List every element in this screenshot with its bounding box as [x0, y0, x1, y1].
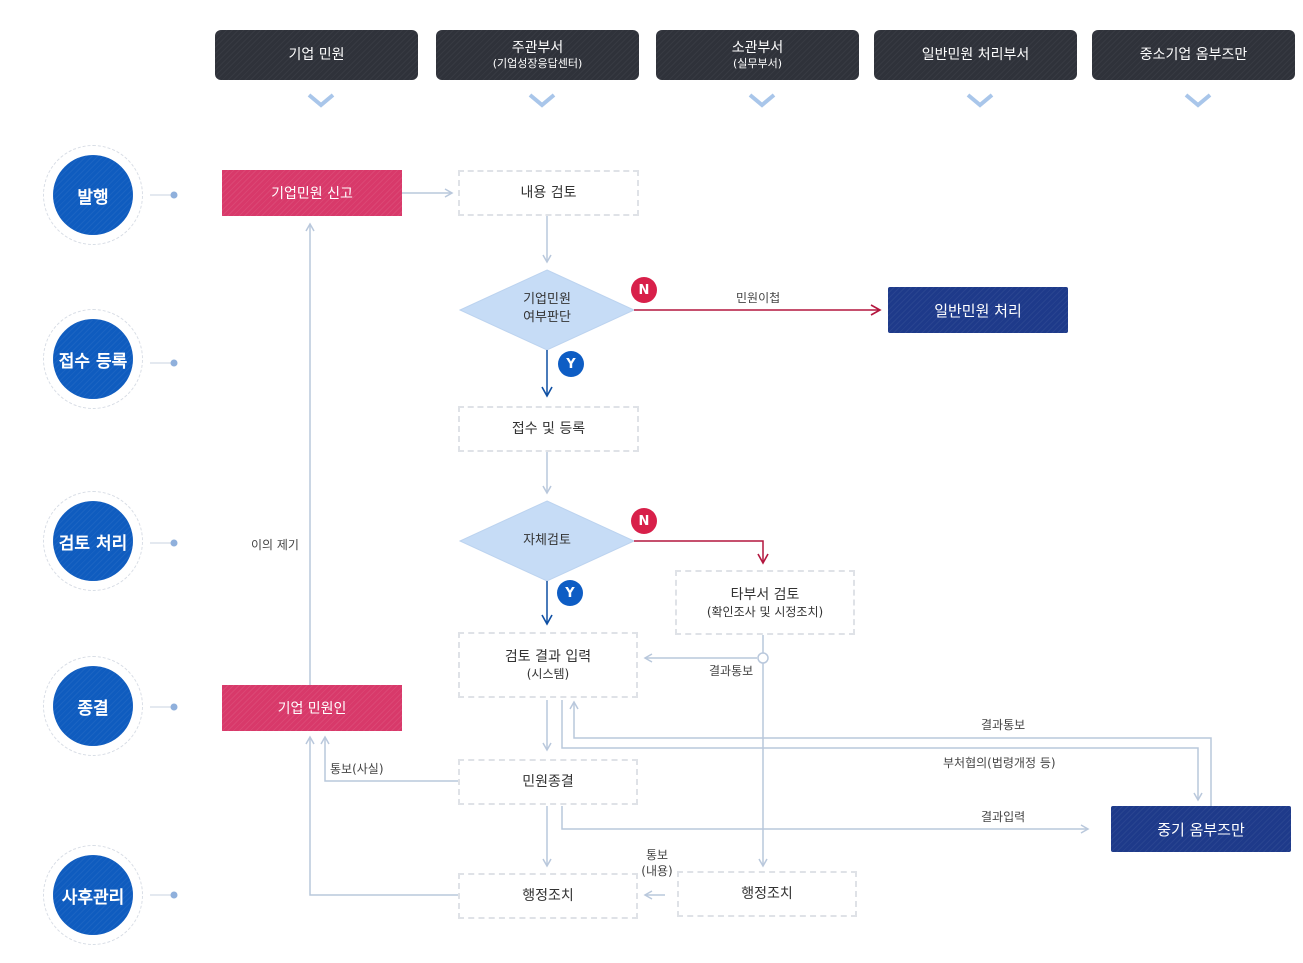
edge-label-transfer: 민원이첩: [736, 291, 781, 305]
chevron-down-icon: [307, 93, 335, 108]
stage-label: 접수 등록: [53, 319, 133, 399]
stage-issue: 발행: [43, 145, 143, 245]
column-header-general-department: 일반민원 처리부서: [874, 30, 1077, 80]
edge-label-notice-content: 통보 (내용): [640, 847, 674, 879]
edge-label-line: 통보: [645, 848, 669, 862]
column-header-lead-department: 주관부서 (기업성장응답센터): [436, 30, 639, 80]
chevron-down-icon: [528, 93, 556, 108]
node-label: 민원종결: [522, 774, 574, 790]
stage-registration: 접수 등록: [43, 309, 143, 409]
no-badge: N: [631, 508, 657, 534]
stage-review: 검토 처리: [43, 491, 143, 591]
column-title: 기업 민원: [288, 47, 345, 63]
stage-follow-up: 사후관리: [43, 845, 143, 945]
node-label: 접수 및 등록: [511, 421, 586, 437]
node-label: 내용 검토: [520, 185, 577, 201]
edge-label-result-notice: 결과통보: [709, 664, 754, 678]
node-result-input: 검토 결과 입력 (시스템): [458, 632, 638, 698]
edge-label-notice-fact: 통보(사실): [330, 762, 384, 776]
node-label: 일반민원 처리: [934, 301, 1022, 320]
chevron-down-icon: [748, 93, 776, 108]
stage-label: 발행: [53, 155, 133, 235]
column-header-corporate-complaint: 기업 민원: [215, 30, 418, 80]
node-other-review: 타부서 검토 (확인조사 및 시정조치): [675, 570, 855, 635]
column-title: 소관부서: [731, 40, 784, 56]
node-label: 기업 민원인: [277, 701, 347, 717]
node-receipt: 접수 및 등록: [458, 406, 639, 452]
node-label: 행정조치: [741, 886, 793, 902]
node-label: 행정조치: [522, 888, 574, 904]
edge-label-line: (내용): [641, 864, 673, 878]
stage-label: 사후관리: [53, 855, 133, 935]
node-sublabel: (시스템): [526, 667, 570, 681]
node-sublabel: (확인조사 및 시정조치): [706, 604, 824, 619]
node-admin-action-left: 행정조치: [458, 873, 638, 919]
chevron-down-icon: [1184, 93, 1212, 108]
no-badge: N: [631, 277, 657, 303]
node-ombudsman: 중기 옴부즈만: [1111, 806, 1291, 852]
chevron-down-icon: [966, 93, 994, 108]
column-title: 중소기업 옴부즈만: [1139, 47, 1248, 63]
edge-label-result-entry: 결과입력: [981, 810, 1026, 824]
node-label: 여부판단: [523, 310, 571, 325]
column-header-responsible-department: 소관부서 (실무부서): [656, 30, 859, 80]
node-label: 기업민원 신고: [271, 186, 353, 202]
column-header-ombudsman: 중소기업 옴부즈만: [1092, 30, 1295, 80]
node-general-process: 일반민원 처리: [888, 287, 1068, 333]
column-title: 일반민원 처리부서: [921, 47, 1030, 63]
yes-badge: Y: [557, 580, 583, 606]
stage-label: 종결: [53, 666, 133, 746]
yes-badge: Y: [558, 351, 584, 377]
column-subtitle: (기업성장응답센터): [492, 57, 583, 70]
node-close: 민원종결: [458, 759, 638, 805]
node-label: 타부서 검토: [730, 586, 800, 603]
column-subtitle: (실무부서): [732, 57, 783, 70]
node-content-review: 내용 검토: [458, 170, 639, 216]
stage-closing: 종결: [43, 656, 143, 756]
node-label: 검토 결과 입력: [504, 649, 592, 665]
edge-label-result-notice: 결과통보: [981, 718, 1026, 732]
column-title: 주관부서: [511, 40, 564, 56]
node-judge-decision: 기업민원 여부판단: [486, 291, 608, 327]
node-report: 기업민원 신고: [222, 170, 402, 216]
node-label: 자체검토: [523, 533, 571, 548]
node-self-review-decision: 자체검토: [486, 532, 608, 550]
node-admin-action-right: 행정조치: [677, 871, 857, 917]
node-label: 기업민원: [523, 292, 571, 307]
edge-label-objection: 이의 제기: [251, 538, 299, 552]
node-label: 중기 옴부즈만: [1157, 820, 1245, 839]
edge-label-consult: 부처협의(법령개정 등): [943, 756, 1056, 770]
stage-label: 검토 처리: [53, 501, 133, 581]
node-complainant: 기업 민원인: [222, 685, 402, 731]
